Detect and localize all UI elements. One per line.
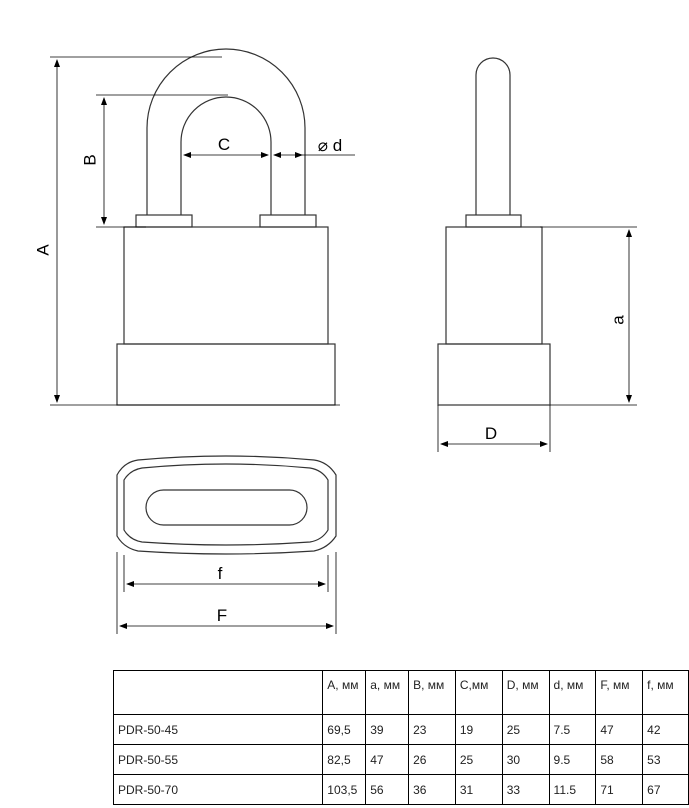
header-A: A, мм bbox=[322, 670, 367, 715]
header-a: a, мм bbox=[365, 670, 410, 715]
shackle-collar-right bbox=[259, 214, 317, 228]
table-row: PDR-50-55 82,5 47 26 25 30 9.5 58 53 bbox=[112, 744, 689, 775]
side-view bbox=[437, 57, 551, 406]
padlock-drawing: A B C ⌀ d a D f F bbox=[33, 48, 637, 634]
header-d: d, мм bbox=[548, 670, 597, 715]
cell-a: 39 bbox=[365, 714, 410, 745]
shackle-inner bbox=[180, 96, 272, 215]
side-collar bbox=[465, 214, 522, 228]
top-outer-outline bbox=[116, 455, 337, 555]
header-f: f, мм bbox=[642, 670, 689, 715]
cell-D: 33 bbox=[501, 774, 550, 805]
dim-label-D: D bbox=[485, 424, 497, 443]
table-row: PDR-50-45 69,5 39 23 19 25 7.5 47 42 bbox=[112, 714, 689, 745]
cell-a: 47 bbox=[365, 744, 410, 775]
header-F: F, мм bbox=[595, 670, 644, 715]
side-body bbox=[445, 226, 543, 345]
lock-body bbox=[123, 226, 329, 345]
cell-f: 42 bbox=[642, 714, 689, 745]
cell-model: PDR-50-45 bbox=[112, 714, 324, 745]
side-base bbox=[437, 343, 551, 406]
dim-label-A: A bbox=[33, 244, 52, 256]
cell-B: 36 bbox=[408, 774, 456, 805]
shackle-collar-left bbox=[135, 214, 193, 228]
table-row: PDR-50-70 103,5 56 36 31 33 11.5 71 67 bbox=[112, 774, 689, 805]
cell-F: 47 bbox=[595, 714, 644, 745]
front-view bbox=[116, 48, 336, 406]
shackle-outer bbox=[146, 48, 306, 215]
cell-f: 53 bbox=[642, 744, 689, 775]
top-dimensions bbox=[116, 552, 337, 634]
lock-base bbox=[116, 343, 336, 406]
cell-d: 7.5 bbox=[548, 714, 597, 745]
cell-a: 56 bbox=[365, 774, 410, 805]
dim-label-F: F bbox=[217, 606, 227, 625]
cell-model: PDR-50-55 bbox=[112, 744, 324, 775]
cell-C: 19 bbox=[454, 714, 503, 745]
dim-label-d: ⌀ d bbox=[318, 136, 342, 155]
cell-d: 9.5 bbox=[548, 744, 597, 775]
cell-model: PDR-50-70 bbox=[112, 774, 324, 805]
cell-f: 67 bbox=[642, 774, 689, 805]
top-view bbox=[116, 455, 337, 555]
header-C: C,мм bbox=[454, 670, 503, 715]
cell-F: 58 bbox=[595, 744, 644, 775]
dim-label-B: B bbox=[80, 154, 99, 165]
cell-A: 103,5 bbox=[322, 774, 367, 805]
cell-B: 23 bbox=[408, 714, 456, 745]
cell-A: 69,5 bbox=[322, 714, 367, 745]
specs-table: A, мм a, мм B, мм C,мм D, мм d, мм F, мм… bbox=[112, 670, 689, 805]
dim-label-f: f bbox=[218, 564, 223, 583]
side-dimensions bbox=[437, 226, 637, 452]
cell-D: 25 bbox=[501, 714, 550, 745]
side-shackle bbox=[475, 57, 511, 215]
dim-label-C: C bbox=[218, 135, 230, 154]
cell-d: 11.5 bbox=[548, 774, 597, 805]
cell-C: 25 bbox=[454, 744, 503, 775]
keyhole-slot bbox=[145, 489, 308, 526]
cell-F: 71 bbox=[595, 774, 644, 805]
cell-B: 26 bbox=[408, 744, 456, 775]
header-model bbox=[112, 670, 324, 715]
cell-D: 30 bbox=[501, 744, 550, 775]
top-inner-outline bbox=[123, 463, 329, 546]
table-header-row: A, мм a, мм B, мм C,мм D, мм d, мм F, мм… bbox=[112, 670, 689, 715]
front-dimensions bbox=[50, 56, 355, 406]
header-D: D, мм bbox=[501, 670, 550, 715]
header-B: B, мм bbox=[408, 670, 456, 715]
dim-label-a: a bbox=[608, 315, 627, 325]
cell-C: 31 bbox=[454, 774, 503, 805]
cell-A: 82,5 bbox=[322, 744, 367, 775]
